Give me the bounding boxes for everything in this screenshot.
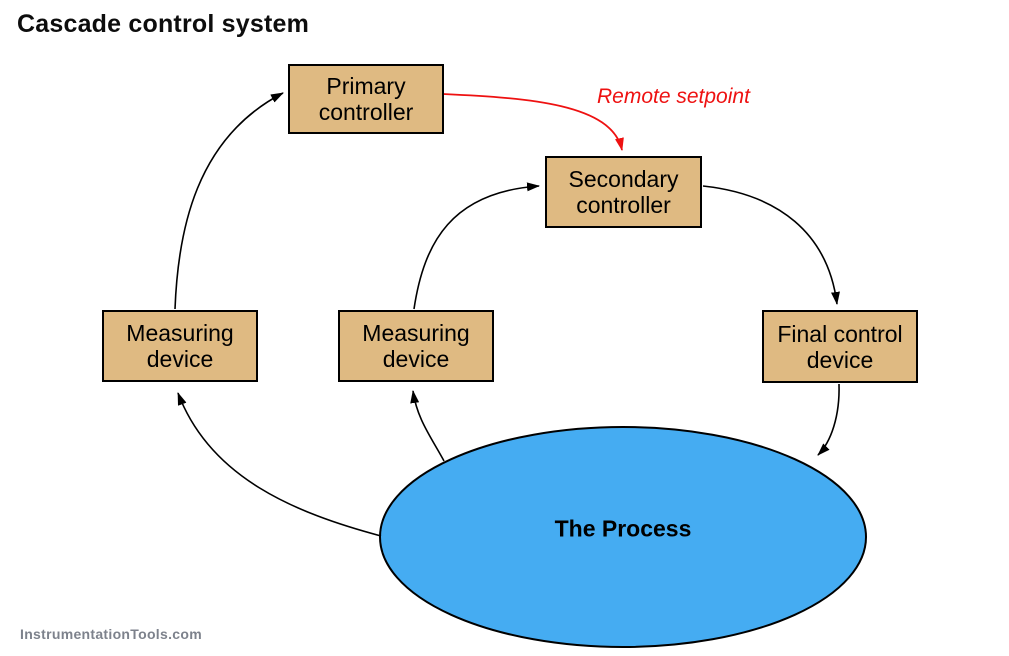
arrow-process-to-outer-measure: [177, 392, 382, 537]
arrow-secondary-to-final: [702, 185, 840, 305]
secondary-controller-label-line2: controller: [576, 192, 671, 218]
inner-measuring-device-label-line2: device: [382, 346, 450, 372]
arrow-final-to-process: [817, 383, 840, 456]
final-control-device-label-line2: device: [806, 346, 874, 373]
final-control-device-node: Final control device: [762, 310, 918, 383]
arrow-inner-measure-to-secondary: [413, 182, 540, 310]
primary-controller-node: Primary controller: [288, 64, 444, 134]
outer-measuring-device-label-line2: device: [146, 346, 214, 372]
arrow-outer-measure-to-primary: [174, 92, 284, 310]
inner-measuring-device-label-line1: Measuring: [362, 320, 470, 346]
outer-measuring-device-node: Measuring device: [102, 310, 258, 382]
primary-controller-label-line1: Primary: [326, 73, 406, 99]
final-control-device-label-line1: Final control: [777, 320, 903, 347]
remote-setpoint-annotation: Remote setpoint: [597, 85, 750, 108]
diagram-title: Cascade control system: [17, 10, 310, 38]
arrow-process-to-inner-measure: [410, 390, 445, 462]
process-ellipse: [379, 426, 867, 648]
arrow-remote-setpoint: [442, 93, 624, 151]
watermark-text: InstrumentationTools.com: [20, 626, 202, 642]
process-label: The Process: [554, 515, 692, 542]
secondary-controller-node: Secondary controller: [545, 156, 702, 228]
primary-controller-label-line2: controller: [318, 99, 414, 125]
outer-measuring-device-label-line1: Measuring: [126, 320, 234, 346]
inner-measuring-device-node: Measuring device: [338, 310, 494, 382]
secondary-controller-label-line1: Secondary: [568, 166, 679, 192]
